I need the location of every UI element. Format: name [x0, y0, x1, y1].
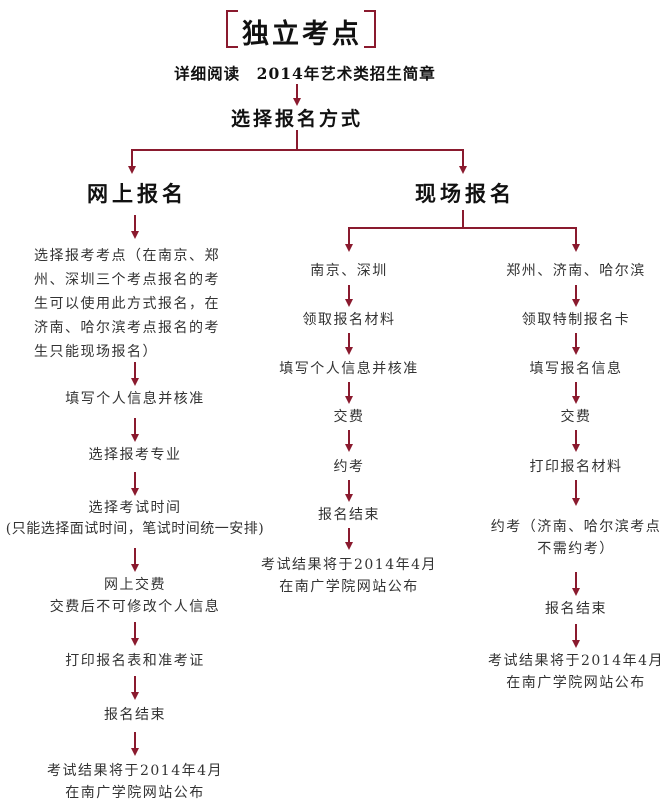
online-heading: 网上报名	[87, 181, 187, 206]
onsite-b-locations: 郑州、济南、哈尔滨	[506, 263, 646, 279]
online-step-3: 选择报考专业	[88, 447, 182, 463]
onsite-b-step-5: 约考（济南、哈尔滨考点	[490, 519, 662, 535]
onsite-a-step-1: 领取报名材料	[302, 312, 396, 328]
online-result: 考试结果将于2014年4月	[46, 763, 224, 779]
branch-connector-main-right	[297, 149, 467, 174]
onsite-a-step-5: 报名结束	[318, 507, 380, 523]
branch-connector-onsite-right	[463, 227, 580, 252]
title-bracket-left	[226, 10, 238, 48]
onsite-b-result: 考试结果将于2014年4月	[487, 653, 665, 669]
online-step-4: 选择考试时间	[88, 500, 182, 516]
online-step-7: 报名结束	[104, 707, 166, 723]
onsite-b-step-4: 打印报名材料	[529, 459, 623, 475]
onsite-heading: 现场报名	[415, 181, 515, 206]
online-step-6: 打印报名表和准考证	[65, 653, 205, 669]
online-step-5: 网上交费	[104, 577, 166, 593]
onsite-b-step-1: 领取特制报名卡	[521, 312, 631, 328]
onsite-a-step-4: 约考	[333, 459, 365, 475]
onsite-b-result-2: 在南广学院网站公布	[506, 675, 646, 691]
onsite-a-step-3: 交费	[333, 409, 365, 425]
onsite-b-step-5-note: 不需约考）	[537, 541, 615, 557]
online-step-1: 选择报考考点（在南京、郑州、深圳三个考点报名的考生可以使用此方式报名，在济南、哈…	[34, 248, 220, 360]
onsite-b-step-6: 报名结束	[545, 601, 607, 617]
branch-connector-main	[128, 130, 298, 174]
title-bracket-right	[364, 10, 376, 48]
onsite-a-step-2: 填写个人信息并核准	[279, 361, 419, 377]
online-step-2: 填写个人信息并核准	[65, 391, 205, 407]
branch-connector-onsite-left	[345, 210, 464, 252]
onsite-a-result-2: 在南广学院网站公布	[279, 579, 419, 595]
online-step-4-note: (只能选择面试时间，笔试时间统一安排)	[5, 521, 265, 537]
online-result-2: 在南广学院网站公布	[65, 785, 205, 801]
onsite-b-step-2: 填写报名信息	[529, 361, 623, 377]
intro-text: 详细阅读 2014年艺术类招生简章	[174, 64, 436, 83]
method-select: 选择报名方式	[230, 108, 363, 130]
onsite-a-locations: 南京、深圳	[310, 263, 388, 279]
onsite-a-result: 考试结果将于2014年4月	[260, 557, 438, 573]
onsite-b-step-3: 交费	[560, 409, 592, 425]
page-title: 独立考点	[242, 19, 362, 50]
online-step-5-note: 交费后不可修改个人信息	[49, 599, 221, 615]
